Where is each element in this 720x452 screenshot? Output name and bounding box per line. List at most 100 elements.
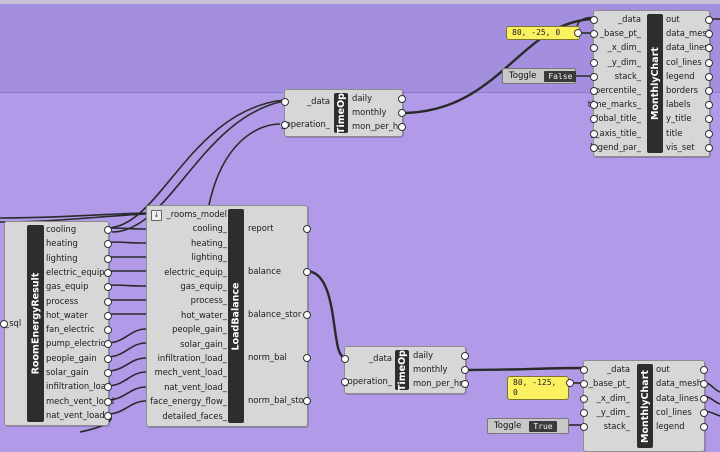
output-port[interactable] <box>104 383 112 392</box>
input-port[interactable] <box>590 101 598 110</box>
input-label: _sql <box>5 318 22 328</box>
output-port[interactable] <box>705 143 713 152</box>
output-port[interactable] <box>104 340 112 349</box>
output-port[interactable] <box>700 366 708 374</box>
input-port[interactable] <box>341 355 349 363</box>
output-port-label: balance <box>248 266 281 276</box>
input-port[interactable] <box>341 378 349 386</box>
checkbox-icon[interactable]: ↓ <box>151 210 162 221</box>
wire <box>463 366 584 372</box>
input-port[interactable] <box>590 87 598 95</box>
input-port[interactable] <box>590 129 598 138</box>
output-port[interactable] <box>398 95 406 103</box>
output-port[interactable] <box>104 326 112 335</box>
input-port-label: solar_gain_ <box>180 338 227 349</box>
sql-input-port[interactable] <box>0 320 8 328</box>
component-title: MonthlyChart <box>649 47 661 120</box>
output-port[interactable] <box>700 423 708 432</box>
component-title-bar[interactable]: MonthlyChart <box>647 14 663 153</box>
output-port[interactable] <box>303 268 311 276</box>
output-port[interactable] <box>104 240 112 249</box>
component-title-bar[interactable]: TimeOp <box>395 350 409 390</box>
monthly-chart-component[interactable]: MonthlyChart _data_base_pt__x_dim__y_dim… <box>580 360 708 452</box>
input-port[interactable] <box>580 408 588 417</box>
output-port[interactable] <box>461 380 469 388</box>
output-port[interactable] <box>104 311 112 320</box>
output-port[interactable] <box>104 283 112 292</box>
output-port[interactable] <box>104 226 112 234</box>
output-port[interactable] <box>705 30 713 39</box>
output-port[interactable] <box>700 394 708 403</box>
output-port[interactable] <box>104 397 112 406</box>
output-port[interactable] <box>104 297 112 306</box>
output-port[interactable] <box>700 380 708 389</box>
input-port[interactable] <box>590 58 598 67</box>
input-port-label: _y_dim_ <box>607 56 641 67</box>
output-port[interactable] <box>705 129 713 138</box>
boolean-toggle[interactable]: Toggle False <box>502 68 577 84</box>
output-port-label: report <box>248 223 274 233</box>
input-port-label: hot_water_ <box>181 309 227 320</box>
input-port[interactable] <box>590 30 598 39</box>
output-port[interactable] <box>461 352 469 360</box>
component-title-bar[interactable]: TimeOp <box>334 93 348 133</box>
output-port[interactable] <box>705 58 713 67</box>
output-port[interactable] <box>398 109 406 117</box>
wire <box>204 123 281 231</box>
output-port[interactable] <box>104 254 112 263</box>
input-port[interactable] <box>590 16 598 24</box>
input-port[interactable] <box>590 143 598 152</box>
output-port-label: fan_electric <box>46 324 95 335</box>
output-port-label: norm_bal_stor <box>248 395 308 405</box>
input-port[interactable] <box>590 115 598 124</box>
input-port[interactable] <box>580 394 588 403</box>
input-port[interactable] <box>281 121 289 129</box>
point-panel[interactable]: 80, -125, 0 <box>507 376 569 400</box>
output-port[interactable] <box>303 397 311 405</box>
output-port[interactable] <box>303 311 311 319</box>
input-port-label: _data <box>606 364 630 374</box>
output-port[interactable] <box>398 123 406 131</box>
component-title-bar[interactable]: RoomEnergyResult <box>27 225 44 422</box>
input-port[interactable] <box>580 366 588 374</box>
input-port[interactable] <box>580 423 588 432</box>
output-port[interactable] <box>104 354 112 363</box>
output-port[interactable] <box>303 354 311 362</box>
component-title-bar[interactable]: LoadBalance <box>228 209 244 423</box>
output-port-label: mon_per_hr <box>352 121 402 131</box>
component-title-bar[interactable]: MonthlyChart <box>637 364 653 448</box>
panel-output-port[interactable] <box>574 29 582 37</box>
toggle-value[interactable]: False <box>544 70 577 82</box>
output-port[interactable] <box>705 87 713 95</box>
output-port[interactable] <box>104 369 112 377</box>
input-port[interactable] <box>590 72 598 81</box>
output-port-label: out <box>666 14 680 24</box>
output-port[interactable] <box>104 268 112 277</box>
output-port-label: infiltration_load <box>46 381 112 392</box>
output-port[interactable] <box>705 72 713 81</box>
toggle-value[interactable]: True <box>529 420 557 432</box>
input-port[interactable] <box>590 44 598 53</box>
output-port[interactable] <box>303 225 311 233</box>
input-port[interactable] <box>281 98 289 106</box>
output-port[interactable] <box>700 408 708 417</box>
input-port-label: _rooms_model <box>166 209 227 219</box>
input-port-label: y_axis_title_ <box>590 127 641 138</box>
point-panel[interactable]: 80, -25, 0 <box>506 26 580 40</box>
output-port[interactable] <box>461 366 469 374</box>
output-port[interactable] <box>705 44 713 53</box>
output-port[interactable] <box>705 115 713 124</box>
input-port[interactable] <box>580 380 588 389</box>
panel-output-port[interactable] <box>566 379 574 387</box>
component-title: LoadBalance <box>230 282 242 350</box>
output-port[interactable] <box>705 101 713 110</box>
input-port-label: _operation_ <box>343 376 392 386</box>
output-port-label: mech_vent_load <box>46 395 115 406</box>
output-port[interactable] <box>104 411 112 420</box>
monthly-chart-component[interactable]: MonthlyChart _data_base_pt__x_dim__y_dim… <box>588 10 713 157</box>
output-port[interactable] <box>705 16 713 24</box>
input-port-label: _data <box>617 14 641 24</box>
